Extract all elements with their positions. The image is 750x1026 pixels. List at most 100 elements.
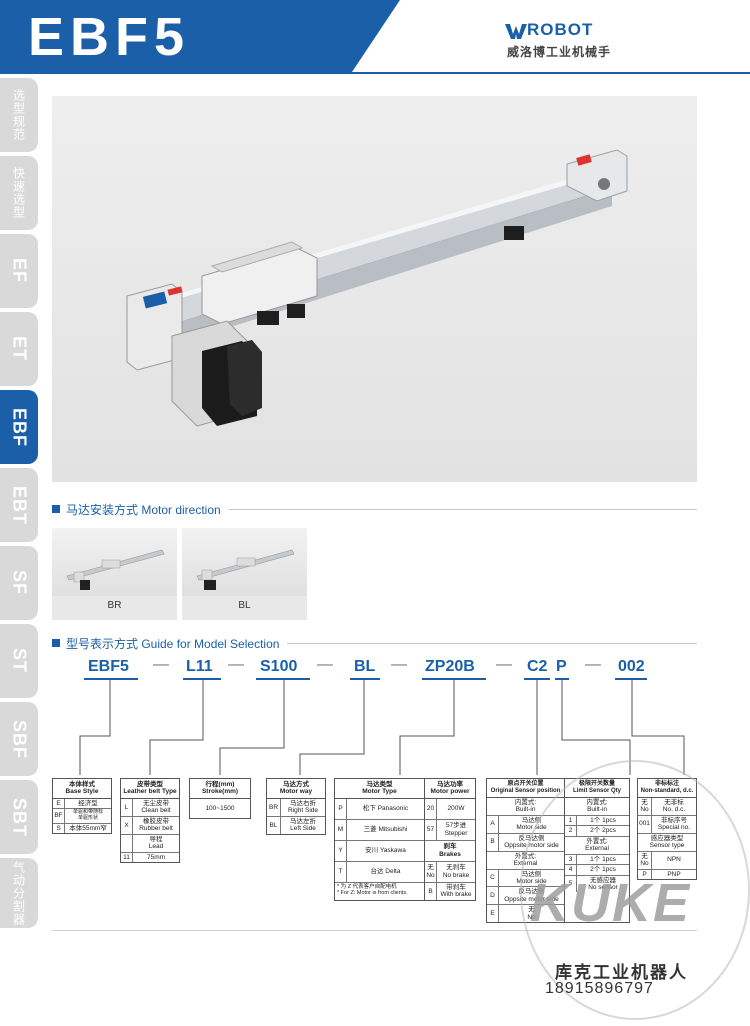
table-header: 皮带类型 Leather belt Type [121,779,179,799]
row-key: E [487,905,499,923]
row-key: Y [335,840,347,861]
tab-label: 气动分割器 [11,860,26,926]
code-dash: — [496,656,512,673]
row-value: 刹车 Brakes [439,843,461,858]
tab-label: EBT [9,485,30,525]
code-underline [256,678,310,680]
code-base: EBF5 [88,658,129,675]
row-key: 无 No [425,861,437,882]
row-key: D [487,887,499,905]
tab-quick-select[interactable]: 快速选型 [0,156,38,230]
table-row: 100~1500 [190,799,250,818]
row-key: A [487,815,499,833]
tab-label: SBF [9,719,30,759]
row-key: BF [53,809,65,823]
logo-w-icon [505,24,527,39]
row-value: 无尘皮带 Clean belt [141,799,171,815]
tab-pneumatic[interactable]: 气动分割器 [0,858,38,928]
code-dash: — [391,656,407,673]
direction-image [182,528,307,596]
row-value: 本体55mm窄 [69,824,107,832]
code-belt: L11 [186,658,213,675]
row-value: 导程 Lead [148,835,164,851]
code-dash: — [228,656,244,673]
row-value: 松下 Panasonic [362,805,409,813]
tab-sbt[interactable]: SBT [0,780,38,854]
tab-et[interactable]: ET [0,312,38,386]
logo-name: ROBOT [527,20,594,39]
row-value: 无刹车 No brake [442,864,470,879]
tab-selection-spec[interactable]: 选型规范 [0,78,38,152]
tab-sf[interactable]: SF [0,546,38,620]
bullet-square-icon [52,639,60,647]
tab-st[interactable]: ST [0,624,38,698]
model-selection-heading: 型号表示方式 Guide for Model Selection [52,634,697,652]
sidebar: 选型规范 快速选型 EF ET EBF EBT SF ST SBF SBT 气动… [0,78,38,928]
motor-note: * 为 Z 代表客户自配电机 * For Z: Motor is from cl… [337,883,408,897]
row-value: 带刹车 With brake [440,883,472,899]
row-value: 台达 Delta [370,868,401,876]
row-key: S [53,823,65,834]
tab-ebt[interactable]: EBT [0,468,38,542]
row-key: C [487,869,499,887]
direction-caption: BL [238,600,251,611]
table-row: 刹车 Brakes [425,841,475,862]
row-key: BR [267,798,281,816]
watermark-brand: KUKE [530,873,692,933]
tab-ef[interactable]: EF [0,234,38,308]
table-header: 行程(mm) Stroke(mm) [190,779,250,799]
header-divider [0,72,750,74]
linear-module-illustration [126,149,628,427]
company-logo: ROBOT 威洛博工业机械手 [505,20,735,64]
table-header: 马达方式 Motor way [267,779,325,799]
row-key: M [335,819,347,840]
tab-sbf[interactable]: SBF [0,702,38,776]
code-dash: — [317,656,333,673]
code-sensor: C2 [527,658,548,675]
row-key: E [53,798,65,809]
direction-image [52,528,177,596]
motor-direction-heading: 马达安装方式 Motor direction [52,500,697,518]
code-dash: — [153,656,169,673]
code-underline [84,678,138,680]
tab-label: 快速选型 [11,167,26,219]
row-value: 马达右折 Right Side [288,799,318,815]
tab-ebf[interactable]: EBF [0,390,38,464]
table-row: S 本体55mm窄 [53,823,111,834]
row-value: 橡胶皮带 Rubber belt [139,817,173,833]
row-key: B [425,882,437,900]
logo-subtitle: 威洛博工业机械手 [507,45,612,59]
direction-caption: BR [107,600,122,611]
code-underline [350,678,380,680]
row-key: P [335,798,347,819]
table-header: 马达功率 Motor power [425,779,475,799]
row-value: 单驱和带随标 单驱形状 [72,809,103,822]
section-title: 马达安装方式 Motor direction [66,502,221,517]
table-row: BR 马达右折 Right Side [267,798,325,817]
tab-label: 选型规范 [11,89,26,141]
tab-label: ET [9,336,30,362]
row-value: 200W [447,805,465,813]
code-motor-way: BL [354,658,376,675]
row-key: X [121,816,133,834]
tab-label: EBF [9,407,30,447]
section-divider [287,642,697,644]
table-header: 原点开关位置 Original Sensor position [487,779,564,798]
code-underline [183,678,221,680]
watermark-seal [520,760,750,1020]
tab-label: EF [9,258,30,284]
table-row: BF 单驱和带随标 单驱形状 [53,809,111,824]
tab-label: SBT [9,797,30,837]
row-key: B [487,833,499,851]
row-key: BL [267,816,281,834]
